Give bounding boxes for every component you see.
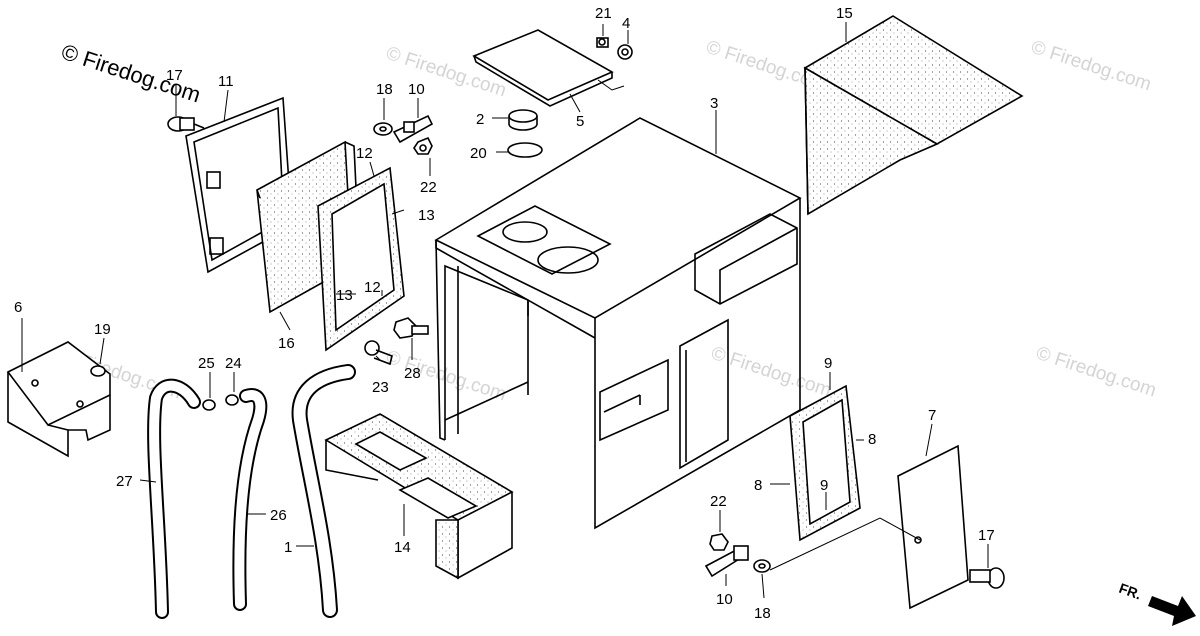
label-part-22-upper: 22 xyxy=(420,179,437,196)
part-15-top-cover xyxy=(803,15,1024,216)
part-3-housing xyxy=(434,117,802,530)
label-part-1: 1 xyxy=(284,539,292,556)
part-2-cap xyxy=(508,109,538,131)
part-26-hose-inner xyxy=(234,390,266,609)
label-part-17-lower: 17 xyxy=(978,527,995,544)
label-part-2: 2 xyxy=(476,111,484,128)
part-18-washer xyxy=(373,122,393,136)
part-17-knob xyxy=(167,116,205,132)
label-part-23: 23 xyxy=(372,379,389,396)
label-part-13-right: 13 xyxy=(418,207,435,224)
front-arrow-icon xyxy=(1148,596,1196,626)
label-part-8-left: 8 xyxy=(754,477,762,494)
label-part-12-top: 12 xyxy=(356,145,373,162)
part-19-bolt xyxy=(90,365,106,377)
label-part-26: 26 xyxy=(270,507,287,524)
part-1-hose-inner xyxy=(293,366,354,616)
label-part-11: 11 xyxy=(218,73,234,90)
label-part-6: 6 xyxy=(14,299,22,316)
label-part-10-lower: 10 xyxy=(716,591,733,608)
label-part-8-right: 8 xyxy=(868,431,876,448)
part-22-nut-lower xyxy=(709,533,729,551)
part-17-knob-lower xyxy=(969,567,1005,589)
label-part-18-upper: 18 xyxy=(376,81,393,98)
leader-lines xyxy=(21,22,989,599)
label-part-15: 15 xyxy=(836,5,853,22)
part-6-bracket xyxy=(6,341,111,458)
label-part-14: 14 xyxy=(394,539,411,556)
part-23-clamp xyxy=(364,340,393,366)
label-part-28: 28 xyxy=(404,365,421,382)
part-7-panel xyxy=(897,444,969,610)
part-21-bolt xyxy=(596,37,609,48)
label-part-9-top: 9 xyxy=(824,355,832,372)
label-part-19: 19 xyxy=(94,321,111,338)
label-part-22-lower: 22 xyxy=(710,493,727,510)
label-part-10-upper: 10 xyxy=(408,81,425,98)
part-numbers: 1 2 3 4 5 6 7 8 8 9 9 10 10 11 12 12 13 … xyxy=(14,5,995,622)
part-20-ring xyxy=(507,142,543,158)
watermark-faint: © Firedog.com xyxy=(1033,343,1158,402)
label-part-24: 24 xyxy=(225,355,242,372)
part-28-bolt xyxy=(393,317,429,339)
part-27-hose-inner xyxy=(149,380,199,617)
label-part-21: 21 xyxy=(595,5,612,22)
watermark-faint: © Firedog.com xyxy=(1028,37,1153,96)
label-part-25: 25 xyxy=(198,355,215,372)
label-part-5: 5 xyxy=(576,113,584,130)
label-part-18-lower: 18 xyxy=(754,605,771,622)
part-14-cover xyxy=(324,413,514,580)
label-part-20: 20 xyxy=(470,145,487,162)
part-10-clip xyxy=(392,114,434,144)
front-direction-indicator: FR. xyxy=(1117,580,1196,626)
watermark-faint: © Firedog.com xyxy=(383,347,508,406)
part-22-nut xyxy=(413,136,433,155)
part-8-frame xyxy=(789,384,861,542)
label-part-7: 7 xyxy=(928,407,936,424)
part-25-clamp xyxy=(202,399,216,411)
front-direction-label: FR. xyxy=(1117,580,1144,603)
part-18-washer-lower xyxy=(753,559,771,573)
part-10-clip-lower xyxy=(704,545,749,578)
label-part-9-bottom: 9 xyxy=(820,477,828,494)
part-5-lid xyxy=(472,29,625,107)
label-part-13-left: 13 xyxy=(336,287,353,304)
label-part-16: 16 xyxy=(278,335,295,352)
part-24-clamp xyxy=(225,394,239,406)
label-part-3: 3 xyxy=(710,95,718,112)
label-part-4: 4 xyxy=(622,15,630,32)
part-4-nut xyxy=(617,44,633,60)
label-part-17-upper: 17 xyxy=(166,67,183,84)
label-part-12-bottom: 12 xyxy=(364,279,381,296)
label-part-27: 27 xyxy=(116,473,133,490)
